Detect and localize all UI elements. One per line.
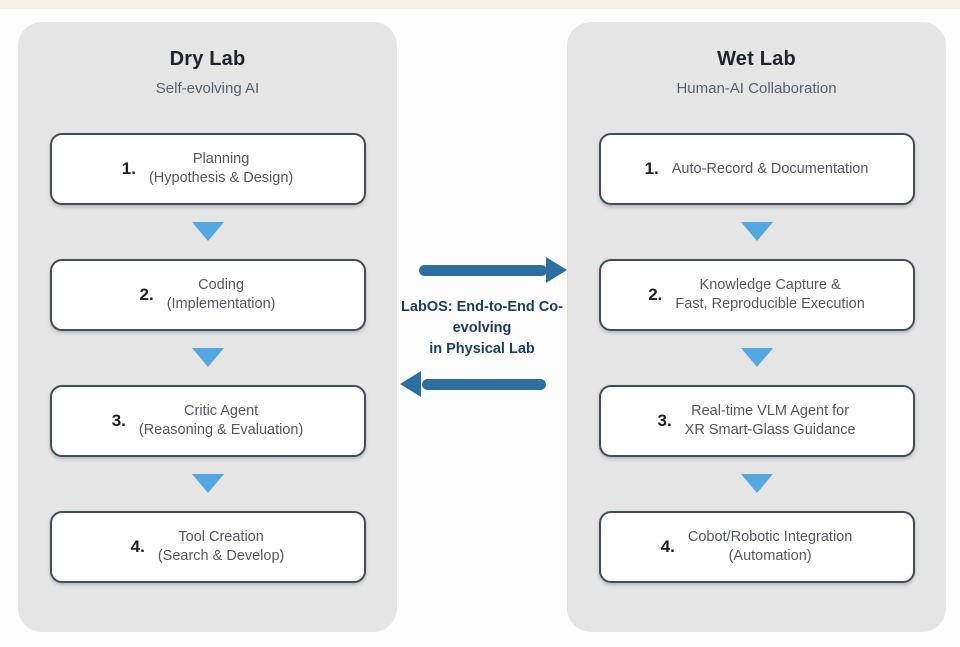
arrow-shaft (422, 379, 546, 390)
step-number: 2. (648, 285, 663, 304)
step-subtitle: (Search & Develop) (157, 548, 285, 564)
step-title: Knowledge Capture & (699, 277, 841, 293)
step-subtitle: (Automation) (728, 548, 812, 564)
step-number: 2. (139, 285, 154, 304)
arrow-head (400, 371, 421, 397)
arrow-down-icon (740, 348, 773, 367)
arrow-down-icon (740, 222, 773, 241)
step-subtitle: (Implementation) (166, 296, 276, 312)
dry-lab-title: Dry Lab (169, 48, 246, 70)
step-title: Critic Agent (184, 403, 259, 419)
step-subtitle: (Hypothesis & Design) (148, 170, 294, 186)
center-label-line: evolving (452, 320, 512, 336)
arrow-down-icon (191, 474, 224, 493)
step-label: Real-time VLM Agent for XR Smart-Glass G… (685, 402, 856, 440)
step-number: 1. (121, 159, 136, 178)
step-title: Planning (192, 151, 250, 167)
step-title: Tool Creation (178, 529, 264, 545)
step-label: Planning (Hypothesis & Design) (149, 150, 293, 188)
wet-lab-title: Wet Lab (717, 48, 796, 70)
arrow-right-icon (419, 257, 567, 283)
step-label: Cobot/Robotic Integration (Automation) (688, 528, 852, 566)
arrow-down-icon (191, 348, 224, 367)
step-number: 4. (130, 537, 145, 556)
step-subtitle: Fast, Reproducible Execution (675, 296, 865, 312)
center-label-line: LabOS: End-to-End Co- (401, 299, 563, 315)
wet-step-3-vlm-agent: 3. Real-time VLM Agent for XR Smart-Glas… (598, 385, 915, 457)
arrow-shaft (419, 265, 547, 276)
wet-lab-panel: Wet Lab Human-AI Collaboration 1. Auto-R… (567, 22, 946, 632)
step-number: 3. (657, 411, 672, 430)
step-label: Auto-Record & Documentation (672, 160, 869, 179)
step-label: Knowledge Capture & Fast, Reproducible E… (675, 276, 864, 314)
wet-step-4-cobot-integration: 4. Cobot/Robotic Integration (Automation… (598, 511, 915, 583)
step-subtitle: XR Smart-Glass Guidance (684, 422, 856, 438)
center-label-line: in Physical Lab (429, 341, 535, 357)
step-label: Critic Agent (Reasoning & Evaluation) (139, 402, 303, 440)
top-edge-strip (0, 0, 960, 9)
dry-lab-subtitle: Self-evolving AI (155, 80, 260, 97)
wet-lab-steps: 1. Auto-Record & Documentation 2. Knowle… (567, 133, 946, 583)
step-number: 4. (660, 537, 675, 556)
wet-step-1-auto-record: 1. Auto-Record & Documentation (598, 133, 915, 205)
step-title: Cobot/Robotic Integration (687, 529, 853, 545)
arrow-head (546, 257, 567, 283)
wet-step-2-knowledge-capture: 2. Knowledge Capture & Fast, Reproducibl… (598, 259, 915, 331)
step-label: Tool Creation (Search & Develop) (158, 528, 285, 566)
dry-step-1-planning: 1. Planning (Hypothesis & Design) (49, 133, 366, 205)
arrow-down-icon (191, 222, 224, 241)
center-label: LabOS: End-to-End Co- evolving in Physic… (396, 297, 568, 360)
dry-step-4-tool-creation: 4. Tool Creation (Search & Develop) (49, 511, 366, 583)
dry-lab-steps: 1. Planning (Hypothesis & Design) 2. Cod… (18, 133, 397, 583)
dry-step-3-critic-agent: 3. Critic Agent (Reasoning & Evaluation) (49, 385, 366, 457)
wet-lab-subtitle: Human-AI Collaboration (676, 80, 837, 97)
step-title: Auto-Record & Documentation (671, 160, 869, 177)
step-label: Coding (Implementation) (167, 276, 276, 314)
step-title: Coding (198, 277, 245, 293)
dry-step-2-coding: 2. Coding (Implementation) (49, 259, 366, 331)
step-title: Real-time VLM Agent for (691, 403, 850, 419)
arrow-down-icon (740, 474, 773, 493)
arrow-left-icon (400, 371, 546, 397)
step-subtitle: (Reasoning & Evaluation) (138, 422, 304, 438)
step-number: 1. (644, 159, 659, 178)
dry-lab-panel: Dry Lab Self-evolving AI 1. Planning (Hy… (18, 22, 397, 632)
step-number: 3. (111, 411, 126, 430)
